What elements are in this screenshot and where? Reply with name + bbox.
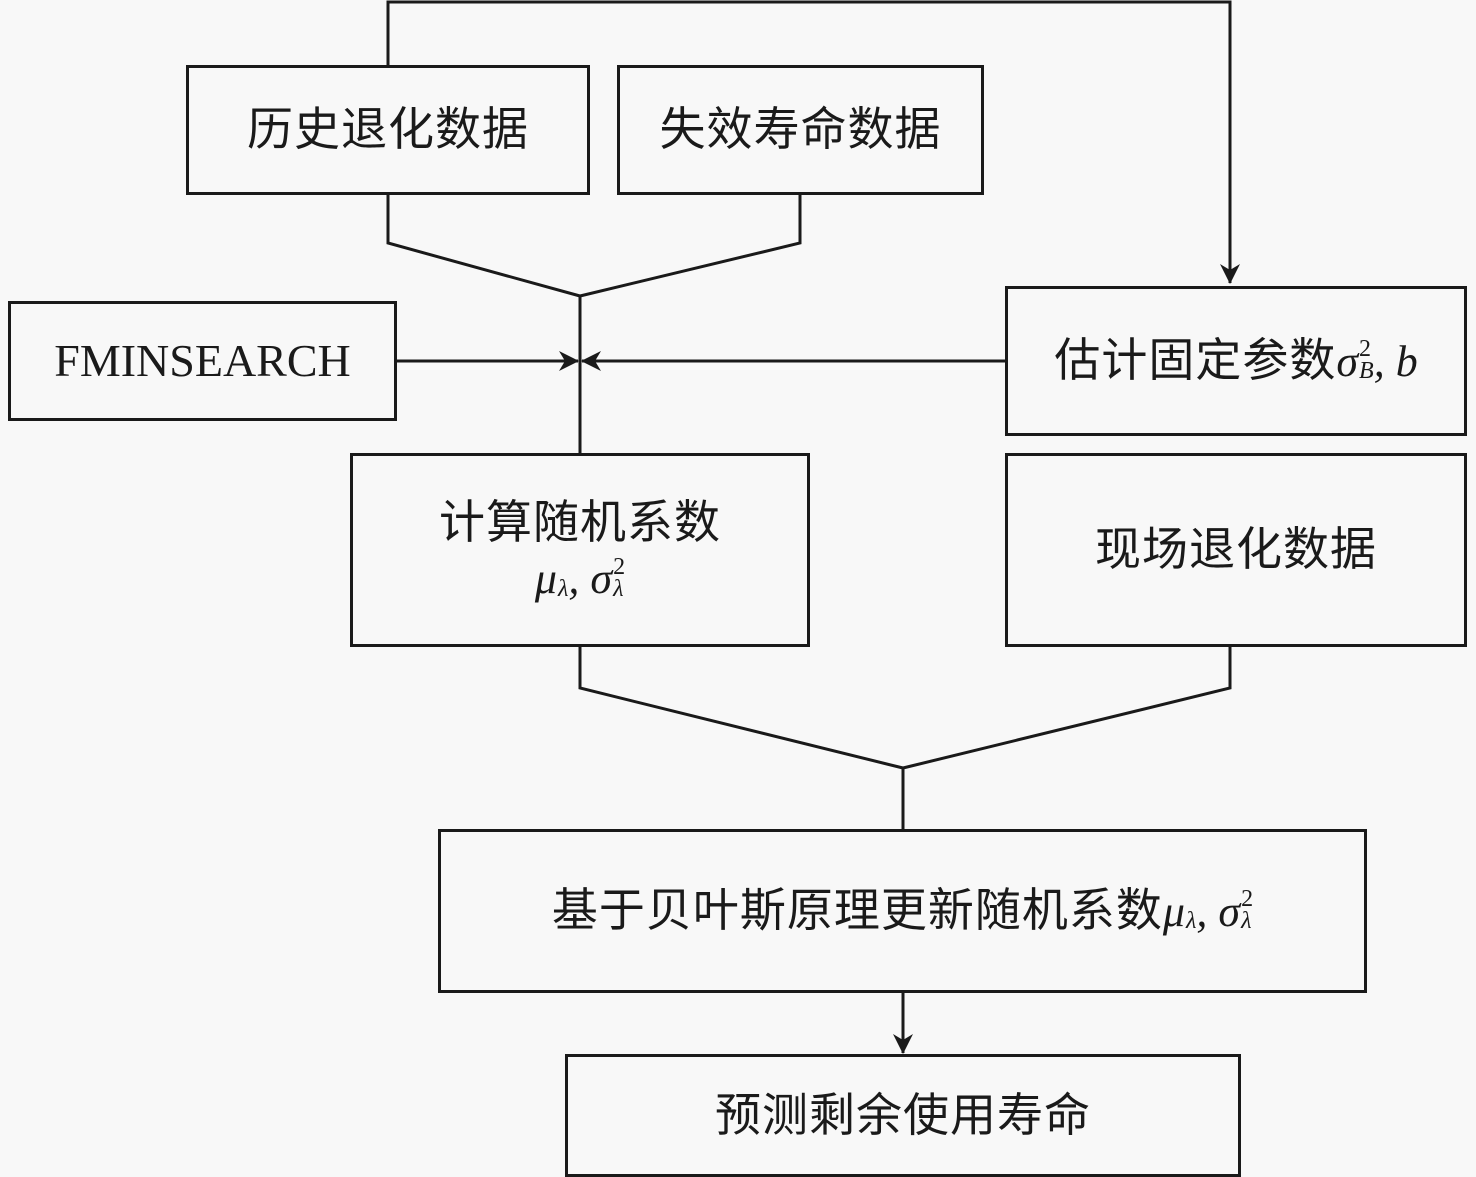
separator: , [568,554,591,604]
sigma-symbol: σ [590,554,613,604]
sigma-supsub: 2 B [1359,336,1374,384]
superscript: 2 [613,554,626,581]
edge-failure-merge [579,193,802,298]
node-label: 现场退化数据 [1095,522,1377,577]
edge-historical-merge [386,193,581,298]
edge-field-merge [902,646,1232,770]
subscript: λ [557,575,569,602]
param-b: , b [1373,336,1418,386]
node-label: 计算随机系数 [439,494,721,549]
edge-historical-to-estimate [386,0,1240,284]
edge-compute-merge [578,646,904,770]
node-failure-life-data: 失效寿命数据 [617,65,984,195]
subscript: λ [1185,908,1197,934]
mu-sub: λ [557,557,569,602]
mu-sub: λ [1185,889,1197,934]
mu-symbol: μ [1162,886,1185,936]
node-estimate-fixed-params: 估计固定参数 σ 2 B , b [1005,286,1467,436]
mu-symbol: μ [534,554,557,604]
node-fminsearch: FMINSEARCH [8,301,397,421]
node-label: 估计固定参数 [1054,333,1337,388]
node-label: 失效寿命数据 [659,102,942,157]
sigma-symbol: σ [1336,336,1359,386]
node-label: FMINSEARCH [54,335,351,387]
subscript: λ [1241,908,1252,934]
node-predict-rul: 预测剩余使用寿命 [565,1054,1241,1177]
sigma-symbol: σ [1218,886,1241,936]
node-label: 预测剩余使用寿命 [715,1087,1091,1142]
node-field-degradation-data: 现场退化数据 [1005,453,1467,647]
subscript: B [1359,358,1374,384]
node-historical-data: 历史退化数据 [186,65,590,195]
node-label: 历史退化数据 [247,102,529,157]
node-label: 基于贝叶斯原理更新随机系数 [551,883,1163,938]
separator: , [1196,886,1219,936]
subscript: λ [613,575,624,602]
superscript: 2 [1359,336,1372,363]
superscript: 2 [1241,886,1254,913]
